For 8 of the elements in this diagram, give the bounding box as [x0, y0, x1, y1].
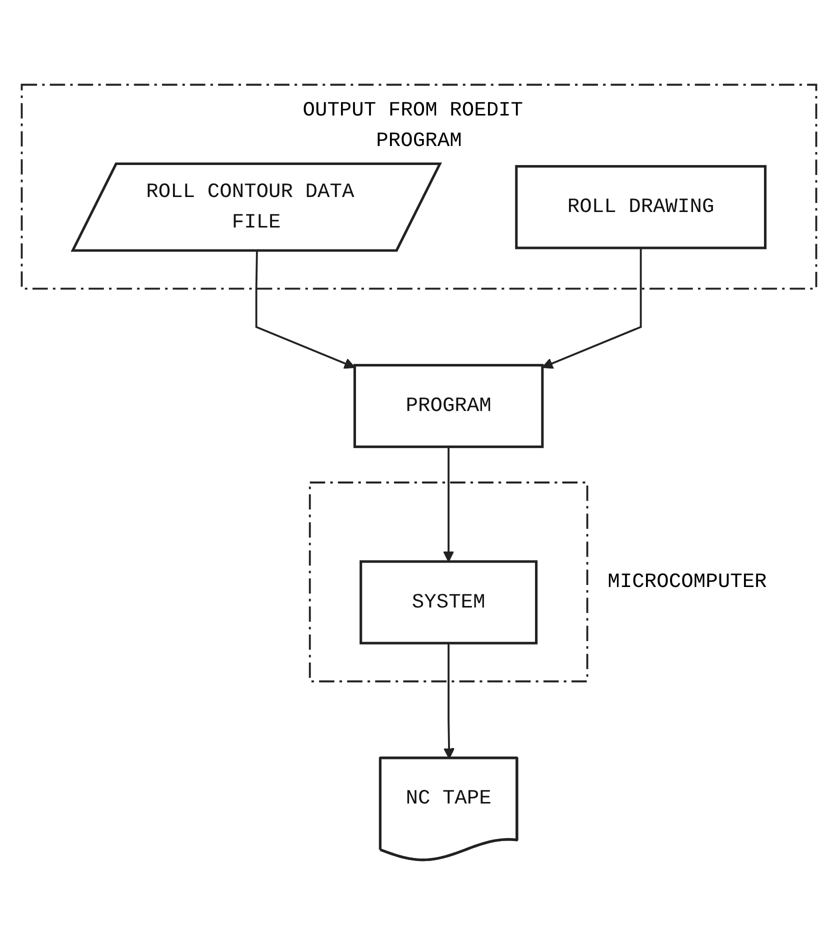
node-box: SYSTEM [359, 560, 538, 645]
arrow [442, 447, 454, 562]
node-box: ROLL DRAWING [514, 165, 766, 250]
arrow [541, 248, 642, 369]
cluster [308, 482, 588, 683]
node-label: MICROCOMPUTER [607, 570, 766, 594]
node-box: PROGRAM [352, 364, 544, 448]
arrow [254, 251, 355, 369]
